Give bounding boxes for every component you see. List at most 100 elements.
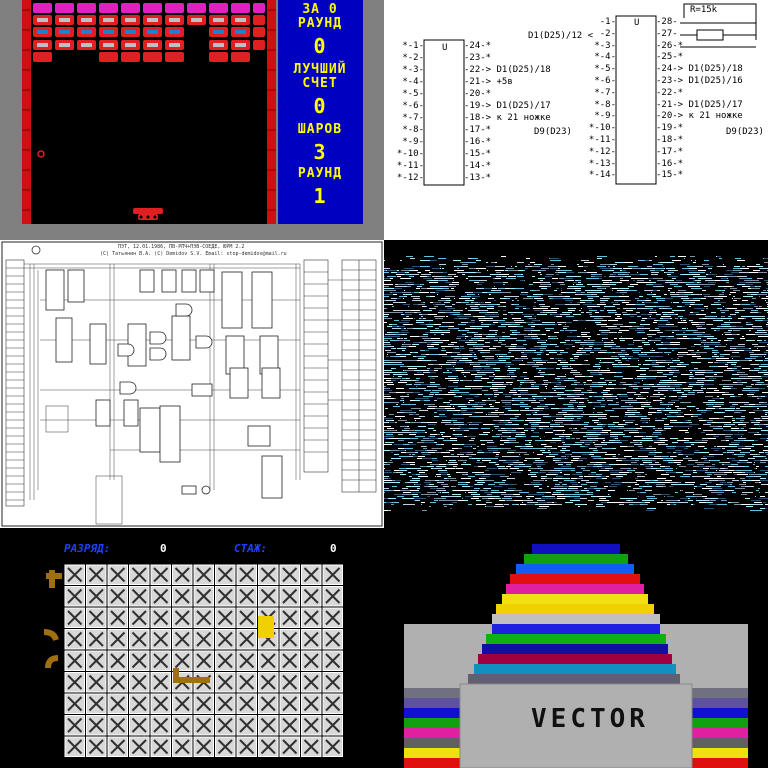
- grid-cell[interactable]: [322, 607, 343, 628]
- grid-cell[interactable]: [279, 672, 300, 693]
- grid-cell[interactable]: [86, 715, 107, 736]
- grid-cell[interactable]: [86, 650, 107, 671]
- pipe-piece[interactable]: [46, 570, 62, 588]
- grid-cell[interactable]: [215, 650, 236, 671]
- grid-cell[interactable]: [107, 672, 128, 693]
- grid-cell[interactable]: [107, 586, 128, 607]
- grid-cell[interactable]: [107, 650, 128, 671]
- grid-cell[interactable]: [64, 693, 85, 714]
- grid-cell[interactable]: [258, 650, 279, 671]
- grid-cell[interactable]: [193, 693, 214, 714]
- grid-cell[interactable]: [64, 715, 85, 736]
- grid-cell[interactable]: [258, 672, 279, 693]
- grid-cell[interactable]: [150, 672, 171, 693]
- grid-cell[interactable]: [322, 672, 343, 693]
- grid-cell[interactable]: [129, 650, 150, 671]
- grid-cell[interactable]: [258, 715, 279, 736]
- grid-cell[interactable]: [129, 736, 150, 757]
- grid-cell[interactable]: [172, 650, 193, 671]
- grid-cell[interactable]: [258, 564, 279, 585]
- grid-cell[interactable]: [258, 693, 279, 714]
- grid-cell[interactable]: [107, 715, 128, 736]
- grid-cell[interactable]: [215, 629, 236, 650]
- grid-cell[interactable]: [172, 607, 193, 628]
- grid-cell[interactable]: [236, 586, 257, 607]
- grid-cell[interactable]: [172, 564, 193, 585]
- pipe-piece[interactable]: [43, 629, 59, 641]
- grid-cell[interactable]: [129, 586, 150, 607]
- grid-cell[interactable]: [107, 736, 128, 757]
- grid-cell[interactable]: [279, 607, 300, 628]
- paddle[interactable]: [133, 208, 163, 220]
- grid-cell[interactable]: [236, 629, 257, 650]
- grid-cell[interactable]: [236, 715, 257, 736]
- grid-cell[interactable]: [64, 650, 85, 671]
- grid-cell[interactable]: [150, 650, 171, 671]
- grid-cell[interactable]: [129, 672, 150, 693]
- grid-cell[interactable]: [193, 607, 214, 628]
- grid-cell[interactable]: [279, 629, 300, 650]
- grid-cell[interactable]: [279, 736, 300, 757]
- grid-cell[interactable]: [322, 629, 343, 650]
- pipe-game-grid[interactable]: [0, 528, 384, 768]
- grid-cell[interactable]: [215, 607, 236, 628]
- grid-cell[interactable]: [86, 672, 107, 693]
- grid-cell[interactable]: [322, 586, 343, 607]
- grid-cell[interactable]: [258, 586, 279, 607]
- grid-cell[interactable]: [301, 629, 322, 650]
- grid-cell[interactable]: [86, 586, 107, 607]
- grid-cell[interactable]: [322, 564, 343, 585]
- grid-cell[interactable]: [322, 693, 343, 714]
- grid-cell[interactable]: [86, 693, 107, 714]
- grid-cell[interactable]: [86, 607, 107, 628]
- grid-cell[interactable]: [150, 564, 171, 585]
- grid-cell[interactable]: [193, 629, 214, 650]
- grid-cell[interactable]: [301, 607, 322, 628]
- grid-cell[interactable]: [172, 629, 193, 650]
- grid-cell[interactable]: [150, 736, 171, 757]
- grid-cell[interactable]: [172, 715, 193, 736]
- grid-cell[interactable]: [150, 586, 171, 607]
- grid-cell[interactable]: [258, 736, 279, 757]
- grid-cell[interactable]: [236, 564, 257, 585]
- grid-cell[interactable]: [107, 564, 128, 585]
- grid-cell[interactable]: [107, 693, 128, 714]
- grid-cell[interactable]: [301, 586, 322, 607]
- grid-cell[interactable]: [193, 564, 214, 585]
- pipe-piece[interactable]: [173, 668, 210, 683]
- grid-cell[interactable]: [236, 650, 257, 671]
- grid-cell[interactable]: [193, 586, 214, 607]
- grid-cell[interactable]: [172, 693, 193, 714]
- grid-cell[interactable]: [150, 629, 171, 650]
- grid-cell[interactable]: [193, 650, 214, 671]
- pipe-piece[interactable]: [45, 655, 59, 669]
- grid-cell[interactable]: [279, 693, 300, 714]
- grid-cell[interactable]: [236, 693, 257, 714]
- grid-cell[interactable]: [86, 629, 107, 650]
- grid-cell[interactable]: [279, 715, 300, 736]
- grid-cell[interactable]: [215, 693, 236, 714]
- grid-cell[interactable]: [150, 607, 171, 628]
- grid-cell[interactable]: [215, 715, 236, 736]
- grid-cell[interactable]: [301, 650, 322, 671]
- grid-cell[interactable]: [150, 715, 171, 736]
- grid-cell[interactable]: [107, 607, 128, 628]
- grid-cell[interactable]: [86, 564, 107, 585]
- grid-cell[interactable]: [322, 736, 343, 757]
- grid-cell[interactable]: [129, 693, 150, 714]
- grid-cell[interactable]: [64, 629, 85, 650]
- grid-cell[interactable]: [107, 629, 128, 650]
- grid-cell[interactable]: [129, 564, 150, 585]
- grid-cell[interactable]: [301, 672, 322, 693]
- grid-cell[interactable]: [64, 564, 85, 585]
- grid-cell[interactable]: [64, 672, 85, 693]
- grid-cell[interactable]: [322, 715, 343, 736]
- grid-cell[interactable]: [236, 736, 257, 757]
- grid-cell[interactable]: [64, 607, 85, 628]
- grid-cell[interactable]: [301, 736, 322, 757]
- grid-cell[interactable]: [86, 736, 107, 757]
- grid-cell[interactable]: [279, 564, 300, 585]
- grid-cell[interactable]: [64, 586, 85, 607]
- grid-cell[interactable]: [279, 586, 300, 607]
- grid-cell[interactable]: [236, 607, 257, 628]
